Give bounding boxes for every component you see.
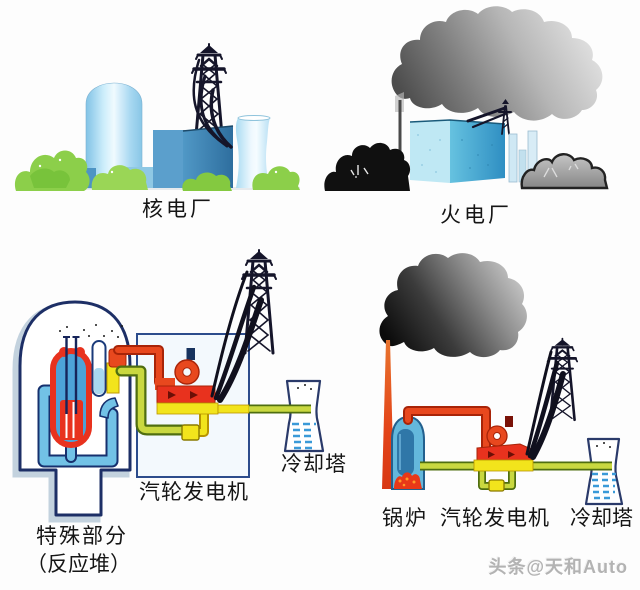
nuclear-plant-caption: 核电厂 — [142, 197, 214, 221]
power-lines-icon — [192, 58, 233, 149]
power-lines-icon — [210, 270, 264, 403]
reactor-caption-line1: 特殊部分 — [36, 524, 128, 548]
nuclear-schematic — [12, 248, 325, 523]
nuclear-turbine-caption: 汽轮发电机 — [139, 480, 249, 504]
boiler-caption: 锅炉 — [382, 506, 428, 530]
turbine-generator-icon — [155, 348, 250, 415]
cooling-tower-icon — [584, 437, 624, 506]
rooftop-pylon-icon — [466, 99, 512, 135]
nuclear-plant-illustration — [14, 42, 300, 191]
reactor-caption-line2: （反应堆） — [26, 552, 131, 576]
coal-pile-right-icon — [520, 153, 609, 190]
thermal-plant-illustration — [324, 6, 609, 191]
smoke-cloud-icon — [391, 6, 603, 121]
boiler-icon — [391, 415, 425, 490]
reactor-vessel-icon — [50, 324, 123, 448]
turbine-generator-icon — [473, 416, 534, 472]
furnace-fire-icon — [394, 472, 422, 489]
smoke-cloud-icon — [379, 253, 527, 358]
auxiliary-stacks-icon — [508, 130, 538, 183]
pressurizer-icon — [91, 340, 107, 397]
control-rods-icon — [63, 336, 80, 414]
cooling-water-icon — [592, 472, 616, 500]
feed-pump-icon — [488, 479, 505, 492]
thermal-cooling-tower-caption: 冷却塔 — [570, 506, 633, 530]
power-lines-icon — [525, 350, 566, 460]
primary-coolant-loop-icon — [37, 384, 119, 468]
containment-dome-icon — [85, 82, 143, 189]
thermal-schematic — [379, 253, 624, 506]
cooling-tower-icon — [235, 115, 271, 188]
steam-pipe-icon — [113, 345, 164, 387]
cooling-water-icon — [292, 422, 316, 450]
nuclear-cooling-tower-caption: 冷却塔 — [281, 452, 347, 476]
feed-pump-icon — [181, 424, 200, 441]
thermal-plant-caption: 火电厂 — [440, 203, 512, 227]
steam-marks-icon — [59, 324, 123, 338]
steam-pipe-icon — [403, 406, 491, 452]
cooling-tower-icon — [283, 379, 325, 453]
thermal-turbine-caption: 汽轮发电机 — [440, 506, 550, 530]
ground-shadow — [60, 187, 300, 190]
watermark: 头条@天和Auto — [488, 557, 628, 577]
bushes-icon — [14, 150, 300, 191]
coal-pile-left-icon — [324, 142, 411, 191]
main-building-icon — [409, 119, 506, 183]
condensate-pipe-icon — [115, 365, 209, 437]
